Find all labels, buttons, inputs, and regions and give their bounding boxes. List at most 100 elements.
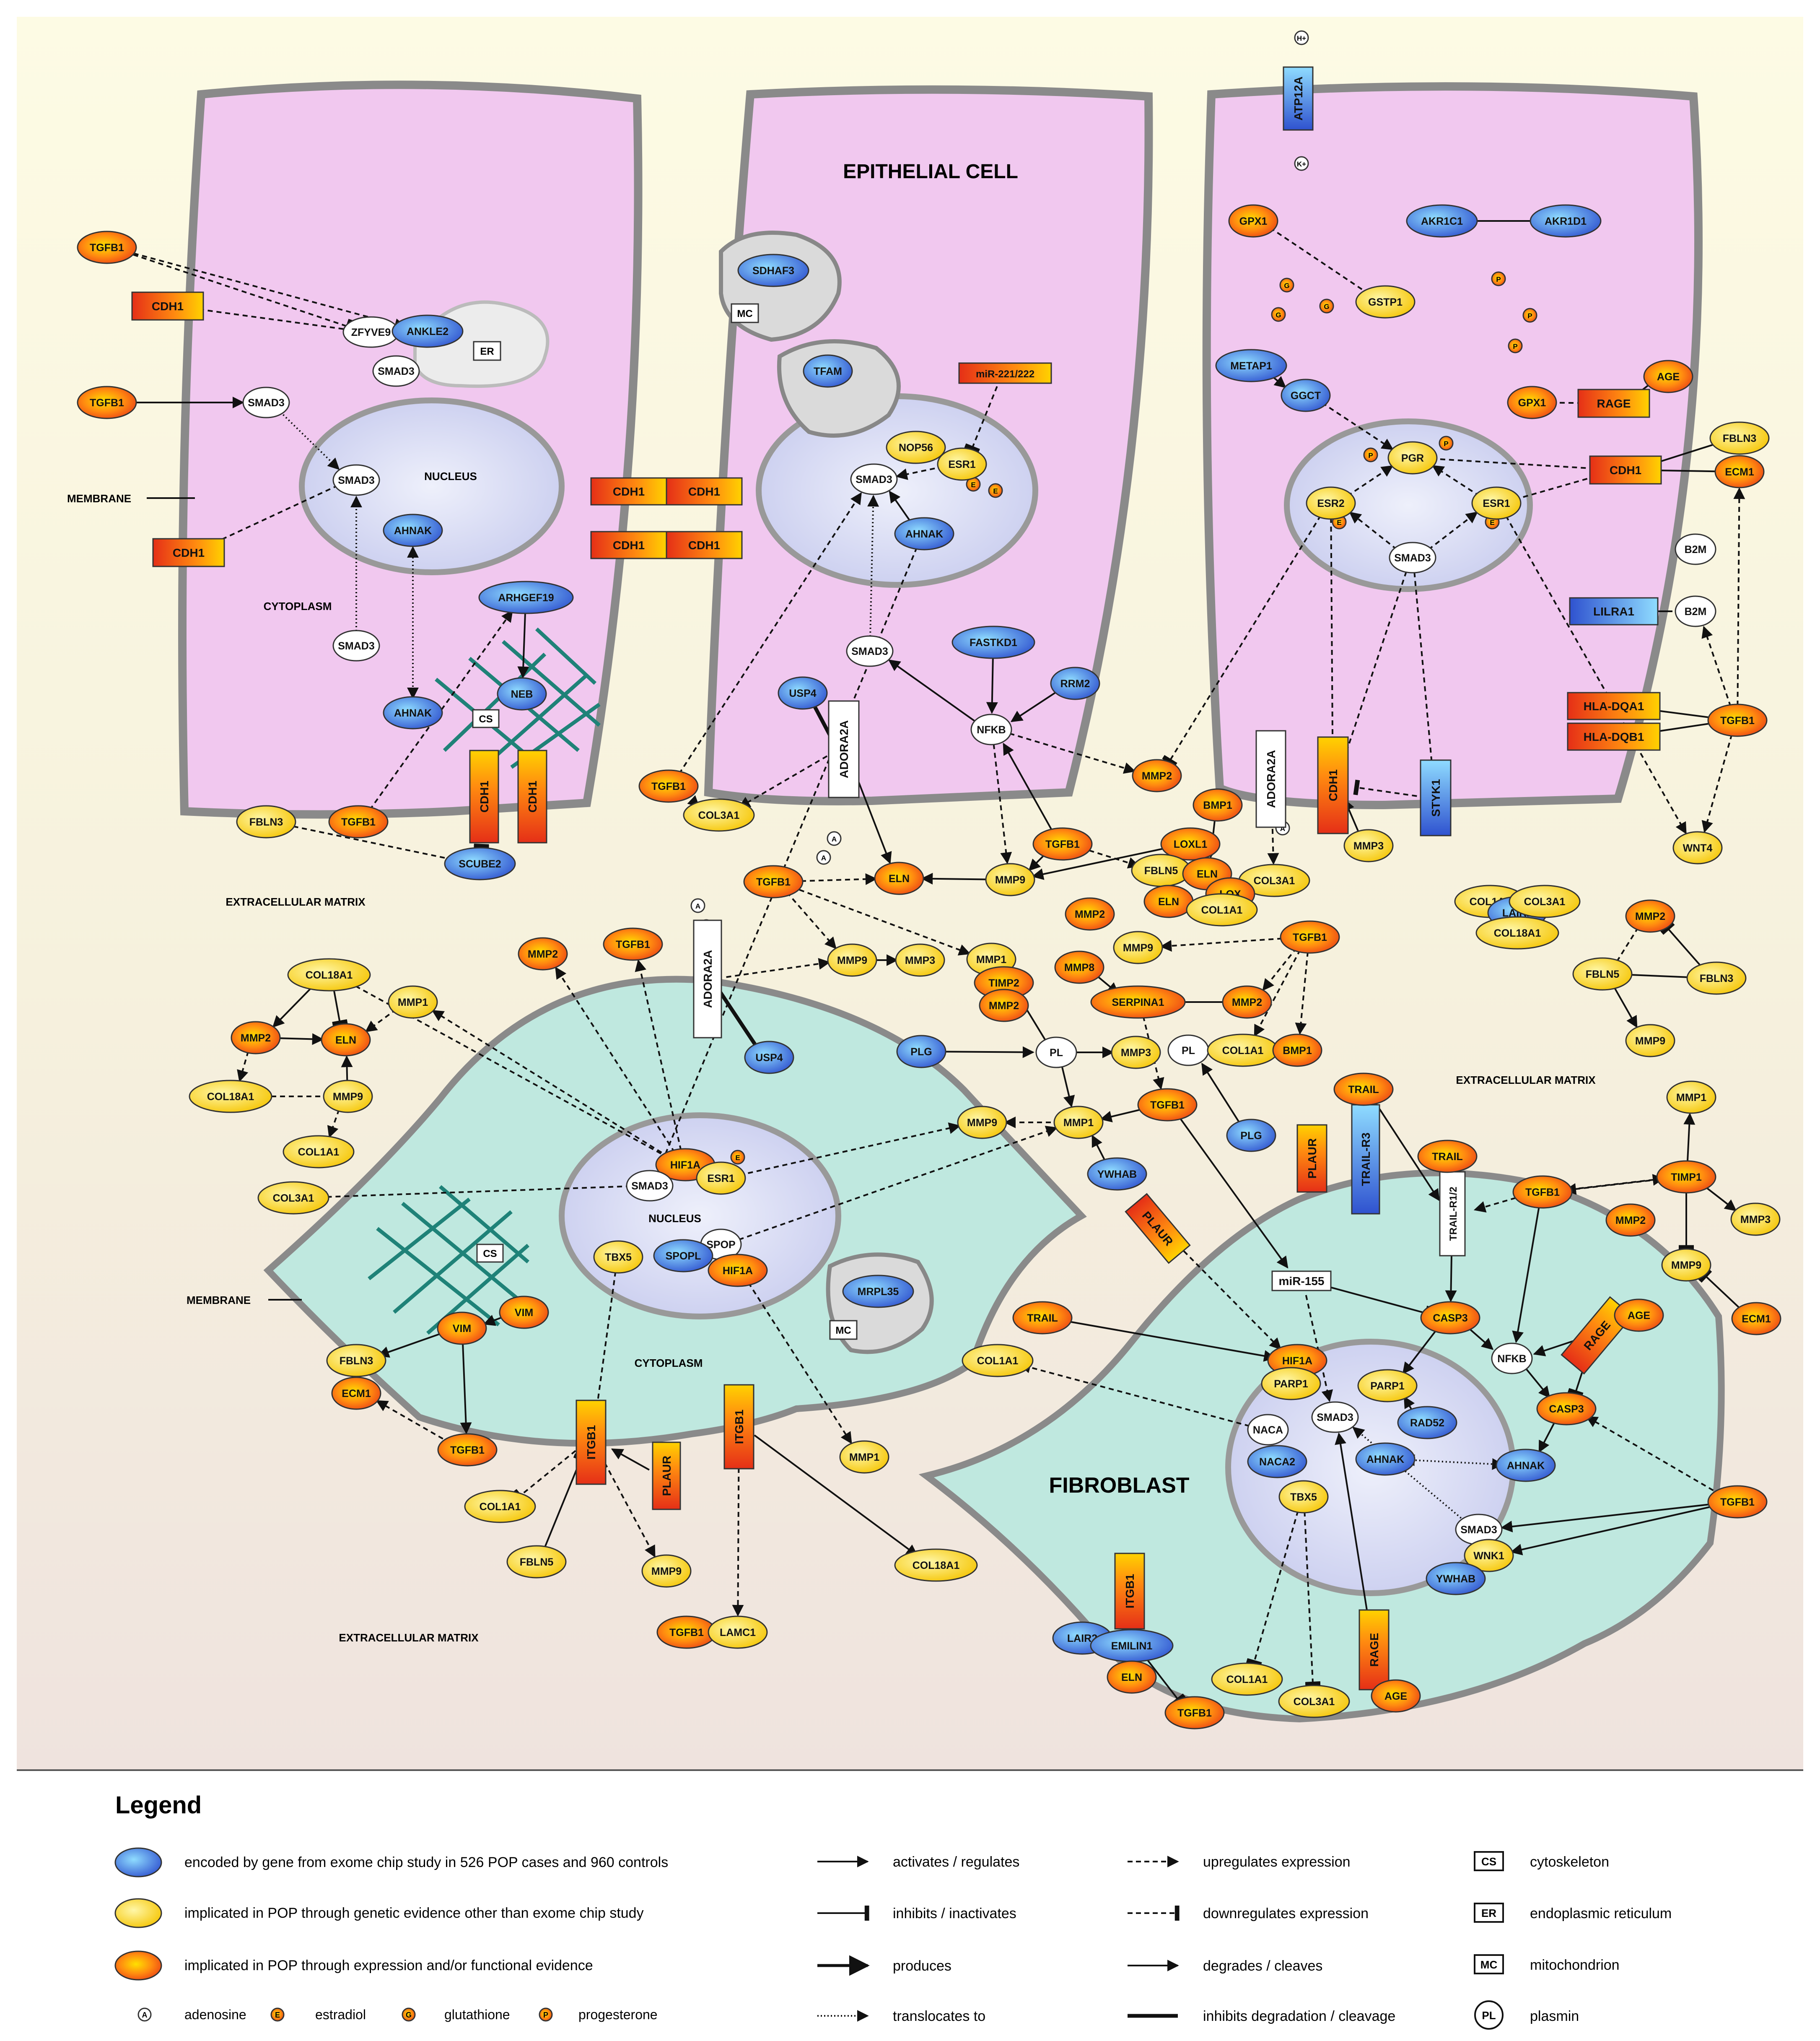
gene-node-wnt4[interactable]: WNT4 [1672,831,1723,865]
gene-node-esr1[interactable]: ESR1 [696,1161,746,1195]
gene-node-smad3[interactable]: SMAD3 [332,630,380,662]
gene-node-ankle2[interactable]: ANKLE2 [391,314,464,348]
gene-node-mmp9[interactable]: MMP9 [323,1080,373,1113]
gene-node-nfkb[interactable]: NFKB [1491,1342,1533,1374]
gene-node-mmp3[interactable]: MMP3 [1111,1036,1161,1069]
gene-node-mmp2[interactable]: MMP2 [518,937,568,971]
gene-node-parp1[interactable]: PARP1 [1357,1369,1418,1402]
gene-node-hif1a[interactable]: HIF1A [1267,1344,1327,1377]
gene-node-tgfb1[interactable]: TGFB1 [77,231,137,264]
gene-node-eln[interactable]: ELN [321,1023,371,1057]
gene-node-gstp1[interactable]: GSTP1 [1355,285,1416,319]
gene-node-plg[interactable]: PLG [1226,1119,1276,1152]
gene-node-usp4[interactable]: USP4 [744,1041,794,1074]
gene-node-nop56[interactable]: NOP56 [886,431,946,464]
box-styk1[interactable]: STYK1 [1420,759,1452,836]
gene-node-casp3[interactable]: CASP3 [1420,1301,1480,1335]
gene-node-ahnak[interactable]: AHNAK [383,696,443,730]
gene-node-col18a1[interactable]: COL18A1 [894,1548,978,1582]
gene-node-timp1[interactable]: TIMP1 [1656,1160,1716,1194]
gene-node-esr1[interactable]: ESR1 [1471,486,1522,520]
box-lilra1[interactable]: LILRA1 [1569,597,1659,626]
box-cdh1[interactable]: CDH1 [590,477,667,506]
box-adora2a[interactable]: ADORA2A [1255,730,1286,828]
gene-node-col1a1[interactable]: COL1A1 [464,1490,536,1523]
box-trail-r3[interactable]: TRAIL-R3 [1351,1104,1380,1215]
gene-node-tgfb1[interactable]: TGFB1 [77,386,137,419]
gene-node-ywhab[interactable]: YWHAB [1087,1157,1147,1191]
gene-node-smad3[interactable]: SMAD3 [332,464,380,496]
gene-node-tgfb1[interactable]: TGFB1 [638,769,699,803]
gene-node-col1a1[interactable]: COL1A1 [962,1344,1034,1377]
gene-node-loxl1[interactable]: LOXL1 [1160,827,1221,861]
gene-node-mmp1[interactable]: MMP1 [1666,1080,1716,1114]
gene-node-vim[interactable]: VIM [437,1311,487,1345]
gene-node-akr1d1[interactable]: AKR1D1 [1530,204,1602,238]
gene-node-fbln5[interactable]: FBLN5 [506,1545,567,1579]
gene-node-naca[interactable]: NACA [1247,1414,1289,1446]
gene-node-tbx5[interactable]: TBX5 [593,1240,643,1274]
gene-node-mmp1[interactable]: MMP1 [388,985,438,1019]
gene-node-fbln3[interactable]: FBLN3 [236,805,296,839]
gene-node-col3a1[interactable]: COL3A1 [1278,1685,1350,1718]
gene-node-tgfb1[interactable]: TGFB1 [1164,1696,1225,1729]
box-cdh1[interactable]: CDH1 [131,291,204,321]
gene-node-ahnak[interactable]: AHNAK [1496,1449,1556,1482]
box-rage[interactable]: RAGE [1577,389,1650,418]
gene-node-naca2[interactable]: NACA2 [1247,1445,1307,1478]
gene-node-metap1[interactable]: METAP1 [1215,349,1287,382]
box-itgb1[interactable]: ITGB1 [1114,1553,1145,1630]
gene-node-zfyve9[interactable]: ZFYVE9 [342,316,399,348]
box-atp12a[interactable]: ATP12A [1283,66,1314,131]
box-trail-r1-2[interactable]: TRAIL-R1/2 [1439,1171,1466,1257]
gene-node-esr1[interactable]: ESR1 [937,447,987,481]
gene-node-mmp9[interactable]: MMP9 [1113,931,1163,964]
gene-node-fastkd1[interactable]: FASTKD1 [951,626,1035,659]
gene-node-fbln3[interactable]: FBLN3 [1709,421,1770,455]
gene-node-smad3[interactable]: SMAD3 [1389,542,1436,574]
gene-node-eln[interactable]: ELN [1107,1660,1157,1694]
box-adora2a[interactable]: ADORA2A [693,919,722,1039]
gene-node-col3a1[interactable]: COL3A1 [1238,864,1310,897]
gene-node-smad3[interactable]: SMAD3 [1455,1514,1503,1545]
gene-node-mmp1[interactable]: MMP1 [1053,1106,1104,1139]
gene-node-age[interactable]: AGE [1371,1679,1421,1713]
gene-node-smad3[interactable]: SMAD3 [626,1170,674,1202]
box-cdh1[interactable]: CDH1 [152,538,225,567]
gene-node-bmp1[interactable]: BMP1 [1272,1033,1322,1067]
gene-node-ahnak[interactable]: AHNAK [894,517,954,550]
gene-node-smad3[interactable]: SMAD3 [850,463,898,495]
gene-node-age[interactable]: AGE [1643,360,1693,393]
box-rage[interactable]: RAGE [1359,1609,1390,1690]
gene-node-nfkb[interactable]: NFKB [970,714,1012,745]
gene-node-ecm1[interactable]: ECM1 [1731,1302,1781,1335]
gene-node-mmp2[interactable]: MMP2 [1605,1203,1656,1237]
gene-node-eln[interactable]: ELN [874,862,924,895]
gene-node-mmp9[interactable]: MMP9 [641,1554,692,1588]
gene-node-ecm1[interactable]: ECM1 [1714,455,1765,488]
gene-node-mmp3[interactable]: MMP3 [895,943,945,977]
gene-node-wnk1[interactable]: WNK1 [1464,1539,1514,1572]
gene-node-tgfb1[interactable]: TGFB1 [656,1615,717,1649]
gene-node-col1a1[interactable]: COL1A1 [1211,1662,1283,1696]
box-mir-155[interactable]: miR-155 [1271,1270,1332,1291]
gene-node-col3a1[interactable]: COL3A1 [683,798,755,832]
gene-node-emilin1[interactable]: EMILIN1 [1090,1629,1174,1662]
gene-node-mmp9[interactable]: MMP9 [1625,1024,1675,1057]
gene-node-mmp3[interactable]: MMP3 [1343,829,1394,862]
gene-node-trail[interactable]: TRAIL [1012,1301,1073,1335]
gene-node-sdhaf3[interactable]: SDHAF3 [737,254,809,287]
gene-node-bmp1[interactable]: BMP1 [1193,788,1243,822]
gene-node-col3a1[interactable]: COL3A1 [1509,885,1581,918]
box-plaur[interactable]: PLAUR [652,1441,681,1510]
gene-node-eln[interactable]: ELN [1143,885,1194,918]
gene-node-tgfb1[interactable]: TGFB1 [743,865,804,898]
gene-node-smad3[interactable]: SMAD3 [242,387,290,418]
box-adora2a[interactable]: ADORA2A [828,700,860,798]
gene-node-ecm1[interactable]: ECM1 [331,1376,381,1410]
gene-node-plg[interactable]: PLG [896,1035,946,1068]
gene-node-ahnak[interactable]: AHNAK [1355,1442,1416,1476]
gene-node-col18a1[interactable]: COL18A1 [1475,916,1559,950]
gene-node-mmp2[interactable]: MMP2 [979,989,1029,1022]
gene-node-tfam[interactable]: TFAM [803,354,853,388]
